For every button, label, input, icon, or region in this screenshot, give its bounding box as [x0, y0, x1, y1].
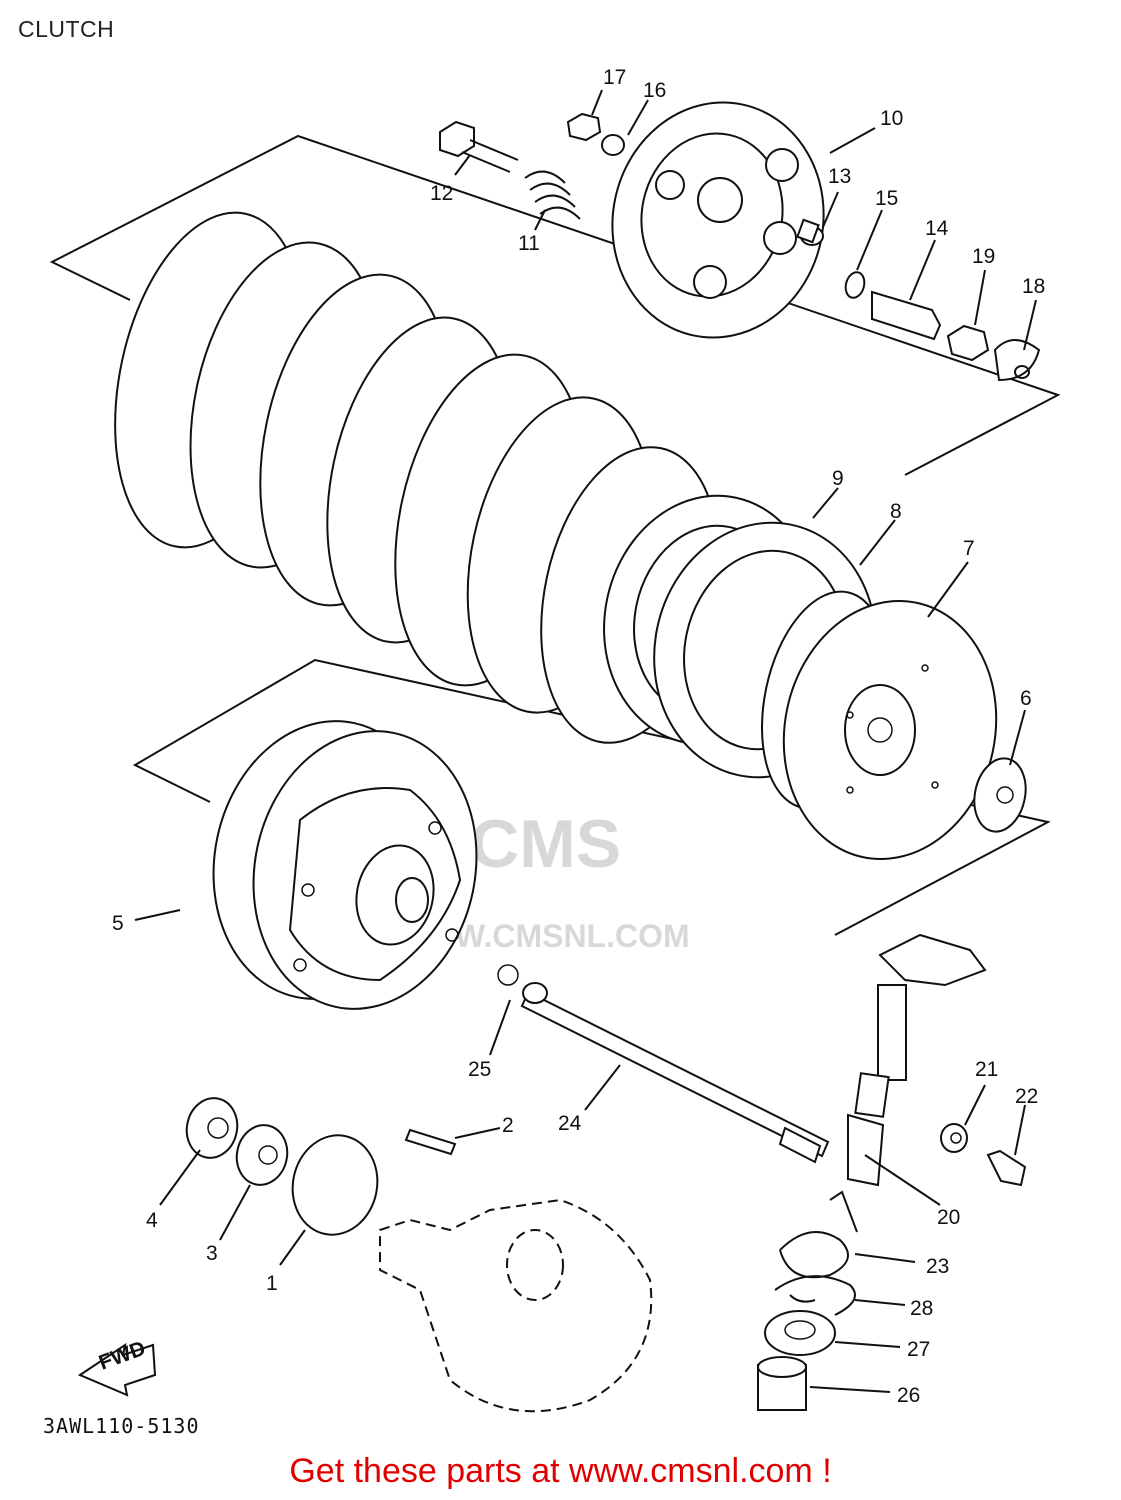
- fwd-arrow: FWD: [77, 1337, 157, 1397]
- part-20-push-lever: [847, 933, 987, 1187]
- callout-7: 7: [963, 537, 975, 560]
- callout-22: 22: [1015, 1085, 1038, 1108]
- crankshaft-journal: [506, 1229, 564, 1301]
- callout-14: 14: [925, 217, 949, 240]
- callout-10: 10: [880, 107, 903, 130]
- callout-18: 18: [1022, 275, 1045, 298]
- watermark-logo: CMS: [470, 806, 622, 882]
- watermark-url: W.CMSNL.COM: [455, 918, 690, 954]
- callout-13: 13: [828, 165, 851, 188]
- callout-4: 4: [146, 1209, 158, 1232]
- callout-28: 28: [910, 1297, 933, 1320]
- callout-27: 27: [907, 1338, 930, 1361]
- part-6-washer: [973, 757, 1027, 833]
- callout-6: 6: [1020, 687, 1032, 710]
- callout-11: 11: [518, 232, 540, 255]
- upper-frame: [49, 134, 1061, 476]
- callout-3: 3: [206, 1242, 218, 1265]
- lower-frame: [132, 658, 1051, 936]
- callout-23: 23: [926, 1255, 949, 1278]
- part-5-clutch-housing: [212, 720, 478, 1010]
- callout-12: 12: [430, 182, 453, 205]
- bolt-12-spring-11: [439, 120, 581, 220]
- callout-8: 8: [890, 500, 902, 523]
- callout-25: 25: [468, 1058, 491, 1081]
- callout-17: 17: [603, 66, 626, 89]
- callout-5: 5: [112, 912, 124, 935]
- page-title: CLUTCH: [18, 16, 115, 42]
- crankshaft-outline: [379, 1198, 653, 1413]
- top-small-parts: [566, 112, 1041, 382]
- leader-lines: [134, 89, 1037, 1393]
- callout-1: 1: [266, 1272, 278, 1295]
- callout-24: 24: [558, 1112, 582, 1135]
- part-10-pressure-plate: [611, 101, 825, 339]
- parts-21-22: [940, 1123, 1027, 1187]
- part-7-clutch-boss: [761, 590, 998, 861]
- callout-16: 16: [643, 79, 666, 102]
- part-24-push-rod: [520, 982, 830, 1164]
- lower-right-parts: [757, 1190, 858, 1411]
- callout-19: 19: [972, 245, 995, 268]
- callout-26: 26: [897, 1384, 920, 1407]
- callout-2: 2: [502, 1114, 514, 1137]
- callout-9: 9: [832, 467, 844, 490]
- callout-labels: 17 16 10 12 11 13 15 14 19 18 9 8 7 6 5 …: [112, 66, 1045, 1407]
- bottom-left-parts: [185, 964, 519, 1236]
- callout-20: 20: [937, 1206, 960, 1229]
- parts-store-link[interactable]: Get these parts at www.cmsnl.com !: [289, 1452, 832, 1490]
- document-code: 3AWL110-5130: [43, 1414, 200, 1438]
- callout-21: 21: [975, 1058, 998, 1081]
- callout-15: 15: [875, 187, 898, 210]
